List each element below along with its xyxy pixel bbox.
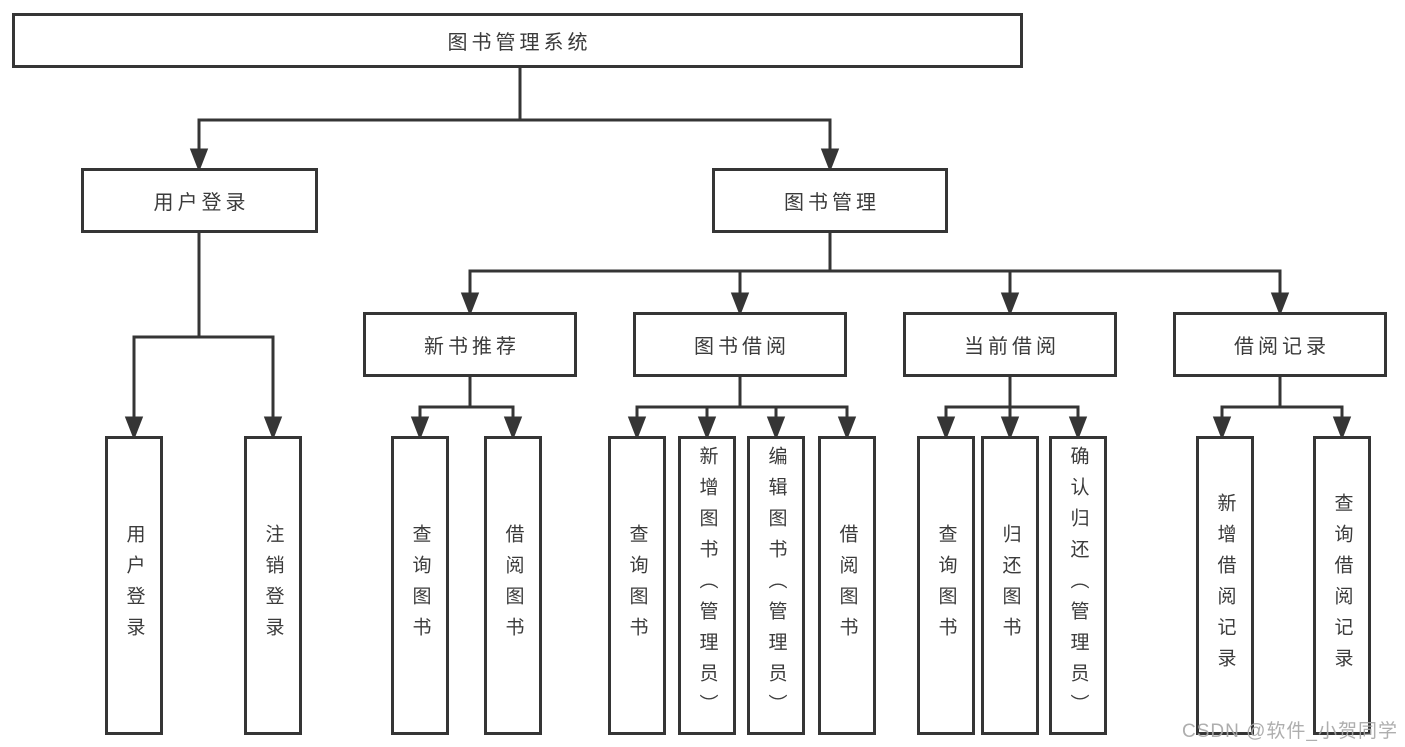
node-book-borrowing: 图书借阅: [633, 312, 847, 377]
leaf-bb-query-books: 查询图书: [608, 436, 666, 735]
arrowhead: [1332, 416, 1352, 441]
leaf-br-query-record: 查询借阅记录: [1313, 436, 1371, 735]
node-library-system: 图书管理系统: [12, 13, 1023, 68]
node-book-management: 图书管理: [712, 168, 948, 233]
arrowhead: [503, 416, 523, 441]
node-new-book-recommendation: 新书推荐: [363, 312, 577, 377]
leaf-user-login: 用户登录: [105, 436, 163, 735]
arrowhead: [730, 292, 750, 317]
arrowhead: [263, 416, 283, 441]
arrowhead: [766, 416, 786, 441]
arrowhead: [124, 416, 144, 441]
leaf-cb-query-books: 查询图书: [917, 436, 975, 735]
arrowhead: [837, 416, 857, 441]
arrowhead: [1270, 292, 1290, 317]
connector-root-split: [189, 67, 840, 173]
leaf-logout: 注销登录: [244, 436, 302, 735]
leaf-nbr-borrow-books: 借阅图书: [484, 436, 542, 735]
connector-book-management-split: [460, 231, 1290, 317]
connector-book-borrowing-split: [627, 375, 857, 441]
connector-user-login-split: [124, 231, 283, 441]
leaf-cb-return-books: 归还图书: [981, 436, 1039, 735]
node-current-borrowing: 当前借阅: [903, 312, 1117, 377]
arrowhead: [697, 416, 717, 441]
connector-new-book-split: [410, 375, 523, 441]
node-borrowing-records: 借阅记录: [1173, 312, 1387, 377]
connector-borrowing-records-split: [1212, 375, 1352, 441]
arrowhead: [189, 148, 209, 173]
csdn-watermark: CSDN @软件_小贺同学: [1182, 721, 1398, 742]
leaf-bb-borrow-books: 借阅图书: [818, 436, 876, 735]
arrowhead: [1212, 416, 1232, 441]
node-user-login: 用户登录: [81, 168, 318, 233]
arrowhead: [410, 416, 430, 441]
arrowhead: [820, 148, 840, 173]
arrowhead: [460, 292, 480, 317]
arrowhead: [1000, 416, 1020, 441]
leaf-cb-confirm-return-admin: 确认归还（管理员）: [1049, 436, 1107, 735]
leaf-bb-edit-books-admin: 编辑图书（管理员）: [747, 436, 805, 735]
arrowhead: [1068, 416, 1088, 441]
arrowhead: [936, 416, 956, 441]
leaf-br-add-record: 新增借阅记录: [1196, 436, 1254, 735]
leaf-bb-add-books-admin: 新增图书（管理员）: [678, 436, 736, 735]
arrowhead: [1000, 292, 1020, 317]
leaf-nbr-query-books: 查询图书: [391, 436, 449, 735]
arrowhead: [627, 416, 647, 441]
connector-current-borrowing-split: [936, 375, 1088, 441]
